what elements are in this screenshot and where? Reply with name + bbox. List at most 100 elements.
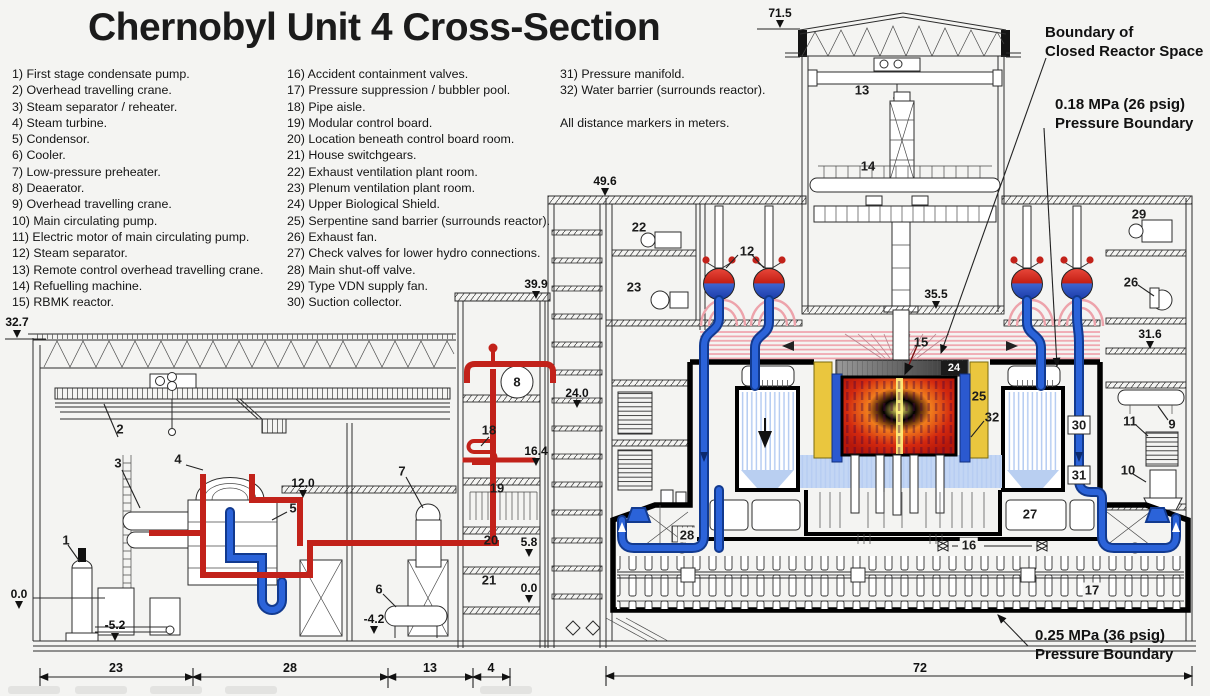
part-label-29: 29 — [1131, 206, 1147, 222]
part-label-30: 30 — [1071, 417, 1087, 433]
legend-item: 31) Pressure manifold. — [560, 67, 685, 81]
water-barrier-tanks — [735, 386, 1065, 492]
legend-item: 7) Low-pressure preheater. — [12, 164, 161, 179]
legend-item: 15) RBMK reactor. — [12, 295, 114, 310]
elevation-12-0: 12.0 — [291, 476, 315, 490]
legend-item: 28) Main shut-off valve. — [287, 262, 416, 277]
part-label-23: 23 — [626, 279, 642, 295]
part-label-17: 17 — [1082, 582, 1102, 598]
legend-column-1: 1) First stage condensate pump. 2) Overh… — [12, 66, 263, 310]
legend-item: 13) Remote control overhead travelling c… — [12, 262, 264, 277]
part-label-31: 31 — [1071, 467, 1087, 483]
annotation-boundary-closed-reactor-space: Boundary of Closed Reactor Space — [1045, 24, 1204, 60]
dimension-lines — [38, 666, 1194, 688]
annotation-025-mpa-pressure-boundary: 0.25 MPa (36 psig) Pressure Boundary — [1035, 627, 1174, 663]
steam-separator-drums — [699, 205, 1105, 327]
dimension-23: 23 — [105, 661, 127, 675]
part-label-11: 11 — [1123, 413, 1137, 429]
reactor-core — [840, 375, 958, 457]
legend-item: 27) Check valves for lower hydro connect… — [287, 246, 541, 261]
legend-item: 1) First stage condensate pump. — [12, 67, 190, 81]
legend-item: 2) Overhead travelling crane. — [12, 83, 172, 98]
part-label-21: 21 — [481, 572, 497, 588]
elevation-35-5: 35.5 — [924, 287, 948, 301]
legend-item: 30) Suction collector. — [287, 295, 403, 310]
elevation-71-5: 71.5 — [768, 6, 792, 20]
legend-item: 10) Main circulating pump. — [12, 213, 158, 228]
part-label-9: 9 — [1168, 416, 1176, 432]
legend-item: 29) Type VDN supply fan. — [287, 278, 428, 293]
elevation-49-6: 49.6 — [593, 174, 617, 188]
legend-item: 26) Exhaust fan. — [287, 229, 378, 244]
elevation-minus-4-2: -4.2 — [363, 612, 385, 626]
legend-item: 9) Overhead travelling crane. — [12, 197, 172, 212]
part-label-22: 22 — [631, 219, 647, 235]
legend-note: All distance markers in meters. — [560, 115, 730, 130]
part-label-13: 13 — [854, 82, 870, 98]
video-timeline-artifacts — [8, 686, 532, 694]
turbine-hall — [28, 333, 1196, 652]
legend-item: 14) Refuelling machine. — [12, 278, 143, 293]
part-label-4: 4 — [174, 451, 182, 467]
reactor-building — [230, 12, 1193, 642]
dimension-72: 72 — [909, 661, 931, 675]
part-label-26: 26 — [1123, 274, 1139, 290]
legend-item: 3) Steam separator / reheater. — [12, 99, 178, 114]
legend-item: 5) Condensor. — [12, 132, 90, 147]
legend-item: 8) Deaerator. — [12, 181, 85, 196]
part-label-12: 12 — [739, 243, 755, 259]
elevation-markers — [5, 20, 1154, 641]
elevation-minus-5-2: -5.2 — [104, 618, 126, 632]
legend-item: 25) Serpentine sand barrier (surrounds r… — [287, 213, 551, 228]
legend-item: 32) Water barrier (surrounds reactor). — [560, 83, 766, 98]
legend-item: 12) Steam separator. — [12, 246, 128, 261]
elevation-39-9: 39.9 — [524, 277, 548, 291]
part-label-18: 18 — [481, 422, 497, 438]
legend-item: 20) Location beneath control board room. — [287, 132, 515, 147]
legend-column-2: 16) Accident containment valves. 17) Pre… — [287, 66, 550, 310]
legend-item: 18) Pipe aisle. — [287, 99, 366, 114]
part-label-15: 15 — [913, 334, 929, 350]
elevation-31-6: 31.6 — [1138, 327, 1162, 341]
part-label-19: 19 — [489, 480, 505, 496]
leader-lines — [67, 57, 1169, 647]
elevation-0-0-left: 0.0 — [10, 587, 28, 601]
deaerator-tower — [454, 198, 607, 648]
legend-item: 16) Accident containment valves. — [287, 67, 469, 81]
legend-item: 19) Modular control board. — [287, 115, 433, 130]
legend-item: 24) Upper Biological Shield. — [287, 197, 440, 212]
part-label-6: 6 — [375, 581, 383, 597]
part-label-24: 24 — [947, 362, 961, 374]
elevation-24-0: 24.0 — [565, 386, 589, 400]
dimension-4: 4 — [483, 661, 499, 675]
part-label-28: 28 — [677, 527, 697, 543]
elevation-16-4: 16.4 — [524, 444, 548, 458]
part-label-20: 20 — [483, 532, 499, 548]
part-label-1: 1 — [62, 532, 70, 548]
elevation-0-0-mid: 0.0 — [520, 581, 538, 595]
part-label-5: 5 — [289, 500, 297, 516]
annotation-018-mpa-pressure-boundary: 0.18 MPa (26 psig) Pressure Boundary — [1055, 96, 1194, 132]
part-label-27: 27 — [1022, 506, 1038, 522]
dimension-28: 28 — [279, 661, 301, 675]
part-label-10: 10 — [1120, 462, 1136, 478]
legend-item: 22) Exhaust ventilation plant room. — [287, 164, 478, 179]
legend-item: 4) Steam turbine. — [12, 115, 108, 130]
dimension-13: 13 — [419, 661, 441, 675]
legend-item: 17) Pressure suppression / bubbler pool. — [287, 83, 511, 98]
steam-feedwater-pipes — [149, 350, 556, 578]
legend-column-3: 31) Pressure manifold. 32) Water barrier… — [560, 66, 765, 131]
part-label-2: 2 — [116, 421, 124, 437]
legend-item: 6) Cooler. — [12, 148, 66, 163]
part-label-7: 7 — [398, 463, 406, 479]
cooling-water-pipes — [230, 300, 1180, 610]
legend-item: 21) House switchgears. — [287, 148, 417, 163]
part-label-16: 16 — [959, 537, 979, 553]
page-title: Chernobyl Unit 4 Cross-Section — [88, 6, 661, 49]
part-label-32: 32 — [984, 409, 1000, 425]
part-label-25: 25 — [971, 388, 987, 404]
elevation-5-8: 5.8 — [520, 535, 538, 549]
elevation-32-7: 32.7 — [5, 315, 29, 329]
